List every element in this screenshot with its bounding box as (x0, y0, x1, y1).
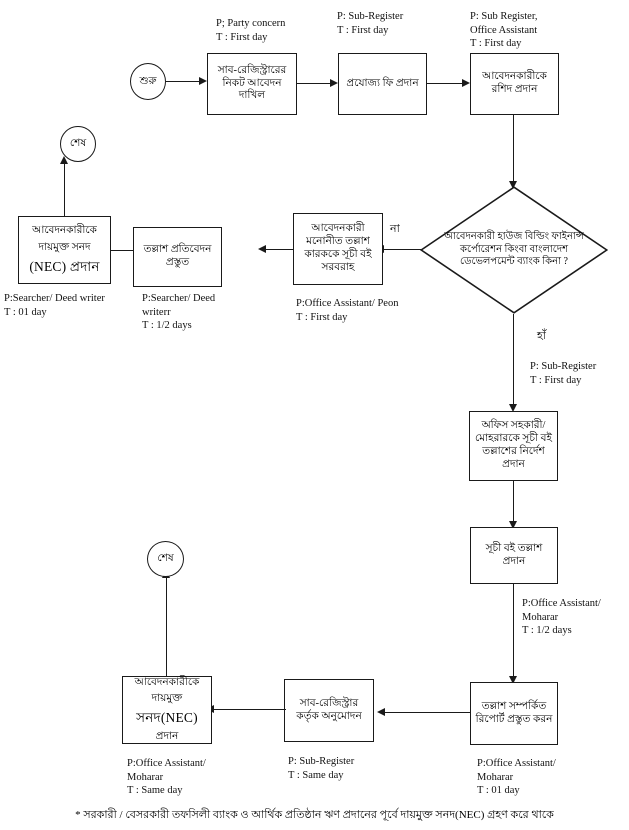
edge-report-to-nec-left (110, 250, 134, 252)
node-decision-label: আবেদনকারী হাউজ বিল্ডিং ফাইনান্স কর্পোরেশ… (444, 230, 584, 268)
node-supply-index-book: আবেদনকারী মনোনীত তল্লাশ কারককে সূচী বই স… (293, 213, 383, 285)
node-issue-nec-bottom: আবেদনকারীকে দায়মুক্ত সনদ(NEC) প্রদান (122, 676, 212, 744)
node-issue-nec-bottom-line2: দায়মুক্ত (151, 693, 183, 705)
node-subregistrar-approval: সাব-রেজিস্ট্রার কর্তৃক অনুমোদন (284, 679, 374, 742)
node-start: শুরু (130, 63, 166, 100)
edge-submit-to-payfee (297, 83, 330, 85)
node-subregistrar-approval-label: সাব-রেজিস্ট্রার কর্তৃক অনুমোদন (296, 697, 362, 722)
edge-nec-left-to-end (64, 162, 66, 217)
edge-start-to-submit (166, 81, 199, 83)
node-submit-application-label: সাব-রেজিস্ট্রারের নিকট আবেদন দাখিল (217, 64, 287, 102)
edge-approval-to-nec-bottom (213, 709, 286, 711)
node-decision: আবেদনকারী হাউজ বিল্ডিং ফাইনান্স কর্পোরেশ… (420, 186, 608, 314)
edge-decision-no (383, 249, 421, 251)
arrowhead-nec-left-to-end (60, 156, 68, 164)
edge-supply-to-report (265, 249, 294, 251)
annotation-subregistrar-approval: P: Sub-Register T : Same day (288, 756, 355, 781)
annotation-supply-index-book: P:Office Assistant/ Peon T : First day (296, 298, 399, 323)
arrowhead-receipt-to-decision (509, 181, 517, 189)
node-pay-fee: প্রযোজ্য ফি প্রদান (338, 53, 427, 115)
node-instruct-office-assistant: অফিস সহকারী/ মোহরারকে সূচী বই তল্লাশের ন… (469, 411, 558, 481)
node-pay-fee-label: প্রযোজ্য ফি প্রদান (346, 77, 419, 89)
node-start-label: শুরু (139, 75, 157, 87)
arrowhead-payfee-to-receipt (462, 79, 470, 87)
edge-instruct-to-search (513, 481, 515, 525)
annotation-submit-application: P; Party concern T : First day (216, 18, 286, 43)
annotation-instruct-office-assistant: P: Sub-Register T : First day (530, 361, 597, 386)
arrowhead-prepare-report-to-approval (377, 708, 385, 716)
node-issue-receipt-label: আবেদনকারীকে রশিদ প্রদান (482, 71, 547, 95)
annotation-issue-nec-left: P:Searcher/ Deed writer T : 01 day (4, 293, 105, 318)
node-prepare-search-report: তল্লাশ প্রতিবেদন প্রস্তুত (133, 227, 222, 287)
node-issue-nec-bottom-line4: প্রদান (155, 730, 179, 742)
node-issue-nec-left-line2: দায়মুক্ত সনদ (38, 241, 91, 253)
node-supply-index-book-label: আবেদনকারী মনোনীত তল্লাশ কারককে সূচী বই স… (304, 223, 372, 273)
node-end-left-bottom-label: শেষ (157, 553, 174, 565)
node-prepare-report: তল্লাশ সম্পর্কিত রিপোর্ট প্রস্তুত করন (470, 682, 558, 745)
node-issue-nec-left: আবেদনকারীকে দায়মুক্ত সনদ (NEC) প্রদান (18, 216, 111, 284)
node-issue-nec-bottom-line1: আবেদনকারীকে (134, 676, 200, 688)
edge-prepare-report-to-approval (383, 712, 471, 714)
node-prepare-search-report-label: তল্লাশ প্রতিবেদন প্রস্তুত (143, 244, 212, 268)
arrowhead-supply-to-report (258, 245, 266, 253)
node-end-left-top: শেষ (60, 126, 96, 162)
node-issue-nec-left-line1: আবেদনকারীকে (32, 224, 97, 236)
node-issue-nec-bottom-line3: সনদ(NEC) (136, 710, 198, 726)
node-end-left-bottom: শেষ (147, 541, 184, 577)
diamond-shape (420, 186, 608, 314)
node-submit-application: সাব-রেজিস্ট্রারের নিকট আবেদন দাখিল (207, 53, 297, 115)
node-search-index-book-label: সূচী বই তল্লাশ প্রদান (485, 542, 543, 567)
arrowhead-start-to-submit (199, 77, 207, 85)
annotation-pay-fee: P: Sub-Register T : First day (337, 11, 404, 36)
edge-search-to-prepare-report (513, 584, 515, 680)
footnote: * সরকারী / বেসরকারী তফসিলী ব্যাংক ও আর্থ… (75, 809, 554, 821)
edge-label-no: না (390, 223, 400, 235)
edge-payfee-to-receipt (427, 83, 462, 85)
edge-receipt-to-decision (513, 115, 515, 183)
node-search-index-book: সূচী বই তল্লাশ প্রদান (470, 527, 558, 584)
node-issue-nec-left-line3: (NEC) প্রদান (29, 258, 100, 274)
annotation-prepare-report: P:Office Assistant/ Moharar T : 01 day (477, 758, 556, 797)
annotation-prepare-search-report: P:Searcher/ Deed writerr T : 1/2 days (142, 293, 216, 332)
annotation-issue-nec-bottom: P:Office Assistant/ Moharar T : Same day (127, 758, 206, 797)
edge-nec-bottom-to-end (166, 576, 168, 677)
edge-decision-yes (513, 314, 515, 408)
annotation-search-index-book: P:Office Assistant/ Moharar T : 1/2 days (522, 598, 601, 637)
node-instruct-office-assistant-label: অফিস সহকারী/ মোহরারকে সূচী বই তল্লাশের ন… (475, 420, 552, 470)
arrowhead-decision-yes (509, 404, 517, 412)
annotation-issue-receipt: P: Sub Register, Office Assistant T : Fi… (470, 11, 538, 50)
edge-label-yes: হাঁ (537, 330, 546, 342)
node-prepare-report-label: তল্লাশ সম্পর্কিত রিপোর্ট প্রস্তুত করন (475, 700, 553, 725)
arrowhead-submit-to-payfee (330, 79, 338, 87)
arrowhead-search-to-prepare-report (509, 676, 517, 684)
node-end-left-top-label: শেষ (69, 138, 87, 150)
arrowhead-instruct-to-search (509, 521, 517, 529)
node-issue-receipt: আবেদনকারীকে রশিদ প্রদান (470, 53, 559, 115)
